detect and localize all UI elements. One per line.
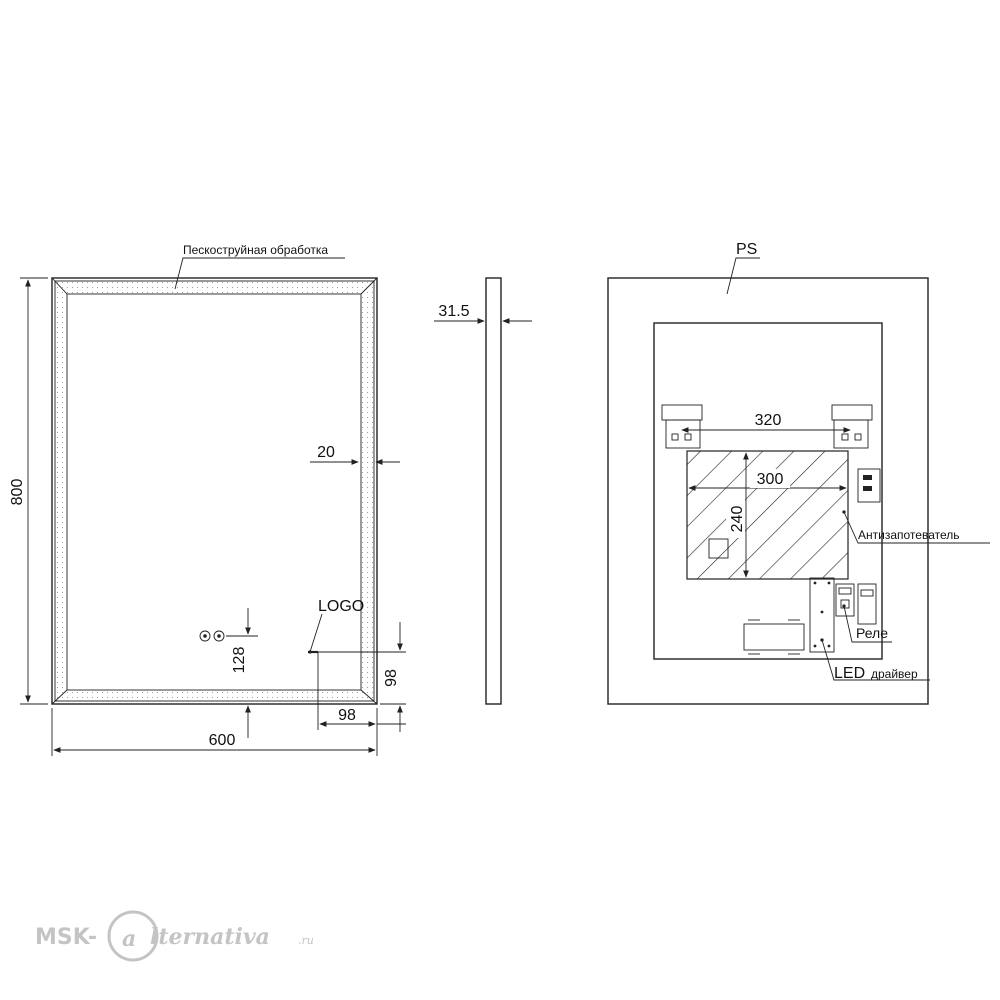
sensor-button-icon	[213, 630, 225, 642]
sensor-button-center-icon	[203, 634, 207, 638]
screw-hole-icon	[671, 433, 679, 441]
led-driver-housing	[809, 577, 835, 653]
bracket-body	[665, 419, 701, 449]
relay-contact-icon	[838, 587, 852, 595]
watermark: MSK- a lternativa .ru	[35, 910, 314, 962]
side-view: 31.5	[434, 277, 532, 705]
led-driver	[809, 577, 835, 653]
relay-label: Реле	[856, 625, 888, 641]
antifog-heater: 300 240	[686, 450, 849, 580]
sandblast-label: Пескоструйная обработка	[183, 243, 328, 257]
sandblast-callout: Пескоструйная обработка	[174, 243, 345, 290]
dimension-128: 128	[231, 608, 251, 738]
bracket-top	[831, 404, 873, 421]
dimension-800: 800	[9, 277, 48, 705]
dim-label-800: 800	[9, 479, 26, 506]
screw-hole-icon	[854, 433, 862, 441]
watermark-text-b: lternativa	[150, 924, 270, 950]
dimension-600: 600	[51, 708, 378, 756]
dimension-98-horizontal: 98	[319, 707, 406, 727]
connector-housing	[743, 623, 805, 651]
led-driver-screw-icon	[813, 581, 817, 585]
relay-housing-2	[857, 583, 877, 625]
relay-housing	[835, 583, 855, 617]
dim-label-240-bg	[726, 498, 745, 538]
relay-callout: Реле	[842, 604, 892, 643]
dimension-31-5: 31.5	[434, 303, 532, 324]
dimension-320: 320	[681, 412, 851, 433]
relay-contact-icon	[860, 589, 874, 597]
led-driver-callout: LED драйвер	[820, 638, 930, 682]
led-driver-screw-icon	[827, 581, 831, 585]
relay-block	[835, 583, 877, 625]
screw-hole-icon	[684, 433, 692, 441]
antifog-callout: Антизапотеватель	[842, 510, 990, 544]
mirror-bevel-outer	[54, 280, 375, 702]
logo-marker: LOGO	[308, 598, 406, 730]
dim-label-20: 20	[317, 444, 335, 461]
dim-label-300-bg	[750, 469, 790, 488]
antifog-leader	[842, 510, 990, 544]
watermark-text-c: .ru	[298, 934, 314, 947]
led-driver-screw-icon	[827, 644, 831, 648]
led-driver-leader	[820, 638, 930, 681]
led-driver-screw-icon	[813, 644, 817, 648]
mirror-outer-edge	[51, 277, 378, 705]
logo-label: LOGO	[318, 598, 364, 615]
watermark-text-a: MSK-	[35, 925, 97, 950]
corner-line-tl	[51, 277, 68, 295]
switch-block	[857, 468, 881, 503]
watermark-at-glyph: a	[122, 926, 136, 952]
dimension-98-vertical: 98	[380, 622, 406, 732]
ps-callout: PS	[726, 241, 760, 295]
dim-label-300: 300	[757, 471, 784, 488]
mounting-bracket-right	[831, 404, 873, 449]
screw-hole-icon	[841, 433, 849, 441]
heater-connector-icon	[708, 538, 729, 559]
relay-leader	[842, 604, 892, 643]
logo-leader	[308, 613, 323, 654]
bracket-top	[661, 404, 703, 421]
power-connector	[743, 619, 805, 655]
dim-label-128: 128	[231, 647, 248, 674]
switch-contact-icon	[863, 475, 872, 480]
dim-label-600: 600	[209, 732, 236, 749]
front-view: Пескоструйная обработка 800 600 20	[9, 243, 406, 756]
mirror-frame	[51, 277, 378, 705]
back-panel	[607, 277, 929, 705]
corner-line-br	[360, 689, 378, 705]
sandblast-leader	[174, 257, 345, 290]
dim-label-98-horizontal: 98	[338, 707, 356, 724]
dimension-20: 20	[310, 444, 400, 465]
sensor-button-icon	[199, 630, 211, 642]
switch-contact-icon	[863, 486, 872, 491]
dim-label-98-vertical: 98	[383, 669, 400, 687]
dim-label-240: 240	[729, 506, 746, 533]
switch-housing	[857, 468, 881, 503]
corner-line-bl	[51, 689, 68, 705]
bracket-body	[833, 419, 869, 449]
back-view: PS 320 300 240	[607, 241, 990, 705]
relay-terminal-icon	[840, 599, 850, 609]
ps-label: PS	[736, 241, 757, 258]
side-profile	[485, 277, 502, 705]
led-driver-label-b: драйвер	[871, 667, 918, 681]
mounting-bracket-left	[661, 404, 703, 449]
dim-label-31-5: 31.5	[438, 303, 469, 320]
touch-sensors	[199, 630, 258, 642]
led-driver-screw-icon	[820, 610, 824, 614]
dim-label-320: 320	[755, 412, 782, 429]
ps-leader	[726, 257, 760, 295]
back-inner-frame	[653, 322, 883, 660]
sensor-button-center-icon	[217, 634, 221, 638]
corner-line-tr	[360, 277, 378, 295]
watermark-at-icon	[107, 910, 159, 962]
antifog-label: Антизапотеватель	[858, 528, 960, 542]
led-driver-label-a: LED	[834, 665, 865, 682]
mirror-inner-edge	[66, 293, 362, 691]
